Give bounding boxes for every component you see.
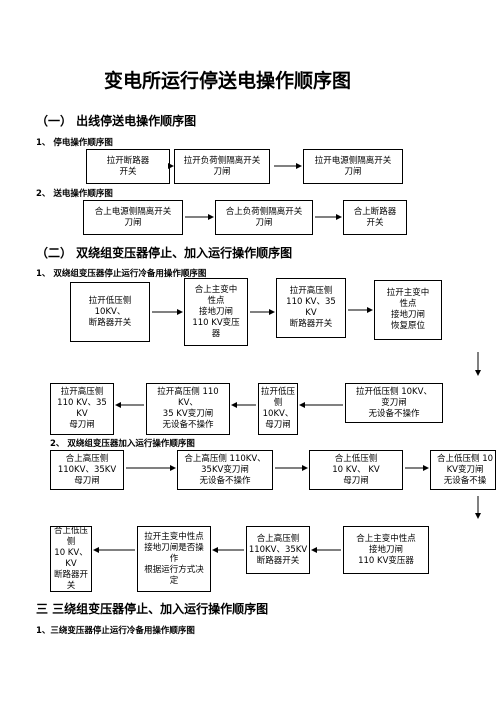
stop-row2-step-4-box: 拉开高压侧 110 KV、35 KV 母刀闸	[50, 383, 114, 435]
start-row2-step-2-box: 合上高压侧 110KV、35KV 断路器开关	[246, 526, 310, 574]
start-row1-step-2-box: 合上高压侧 110KV、 35KV变刀闸 无设备不操作	[177, 450, 273, 490]
send-step-1-box: 合上电源侧隔离开关 刀闸	[83, 200, 183, 235]
stop-step-3-box: 拉开电源侧隔离开关 刀闸	[303, 149, 403, 184]
stop-row2-step-3-box: 拉开高压侧 110 KV、 35 KV变刀闸 无设备不操作	[146, 383, 230, 435]
page-title: 变电所运行停送电操作顺序图	[104, 70, 352, 92]
stop-step-1-box: 拉开断路器 开关	[86, 149, 170, 184]
start-row2-step-4-box: 合上低压 侧 10 KV、 KV 断路器开 关	[50, 526, 92, 592]
start-row2-step-1-box: 合上主变中性点 接地刀闸 110 KV变压器	[343, 526, 429, 574]
start-row1-step-4-box: 合上低压侧 10 KV变刀闸 无设备不操	[430, 450, 496, 490]
stop-row2-step-1-box: 拉开低压侧 10KV、 变刀闸 无设备不操作	[345, 383, 443, 423]
two-winding-start-label: 2、 双绕组变压器加入运行操作顺序图	[50, 439, 195, 449]
start-row1-step-3-box: 合上低压侧 10 KV、 KV 母刀闸	[309, 450, 403, 490]
send-sequence-label: 2、 送电操作顺序图	[36, 189, 113, 199]
two-winding-stop-label: 1、 双绕组变压器停止运行冷备用操作顺序图	[36, 269, 207, 279]
three-winding-stop-label: 1、三绕变压器停止运行冷备用操作顺序图	[36, 626, 195, 636]
start-row1-step-1-box: 合上高压侧 110KV、35KV 母刀闸	[50, 450, 124, 490]
section-3-heading: 三 三绕组变压器停止、加入运行操作顺序图	[36, 602, 269, 616]
send-step-3-box: 合上断路器 开关	[343, 200, 407, 235]
stop-sequence-label: 1、 停电操作顺序图	[36, 138, 113, 148]
send-step-2-box: 合上负荷侧隔离开关 刀闸	[215, 200, 313, 235]
stop-row1-step-4-box: 拉开主变中 性点 接地刀闸 恢复原位	[374, 280, 442, 340]
stop-step-2-box: 拉开负荷侧隔离开关 刀闸	[174, 149, 270, 184]
section-1-heading: （一） 出线停送电操作顺序图	[36, 114, 197, 128]
stop-row1-step-3-box: 拉开高压侧 110 KV、35 KV 断路器开关	[276, 278, 346, 338]
stop-row1-step-1-box: 拉开低压侧 10KV、 断路器开关	[70, 282, 150, 342]
start-row2-step-3-box: 拉开主变中性点 接地刀闸是否操 作 根据运行方式决 定	[137, 526, 211, 592]
stop-row1-step-2-box: 合上主变中 性点 接地刀闸 110 KV变压 器	[184, 278, 248, 346]
stop-row2-step-2-box: 拉开低压 侧 10KV、 母刀闸	[258, 383, 298, 435]
section-2-heading: （二） 双绕组变压器停止、加入运行操作顺序图	[36, 246, 293, 260]
